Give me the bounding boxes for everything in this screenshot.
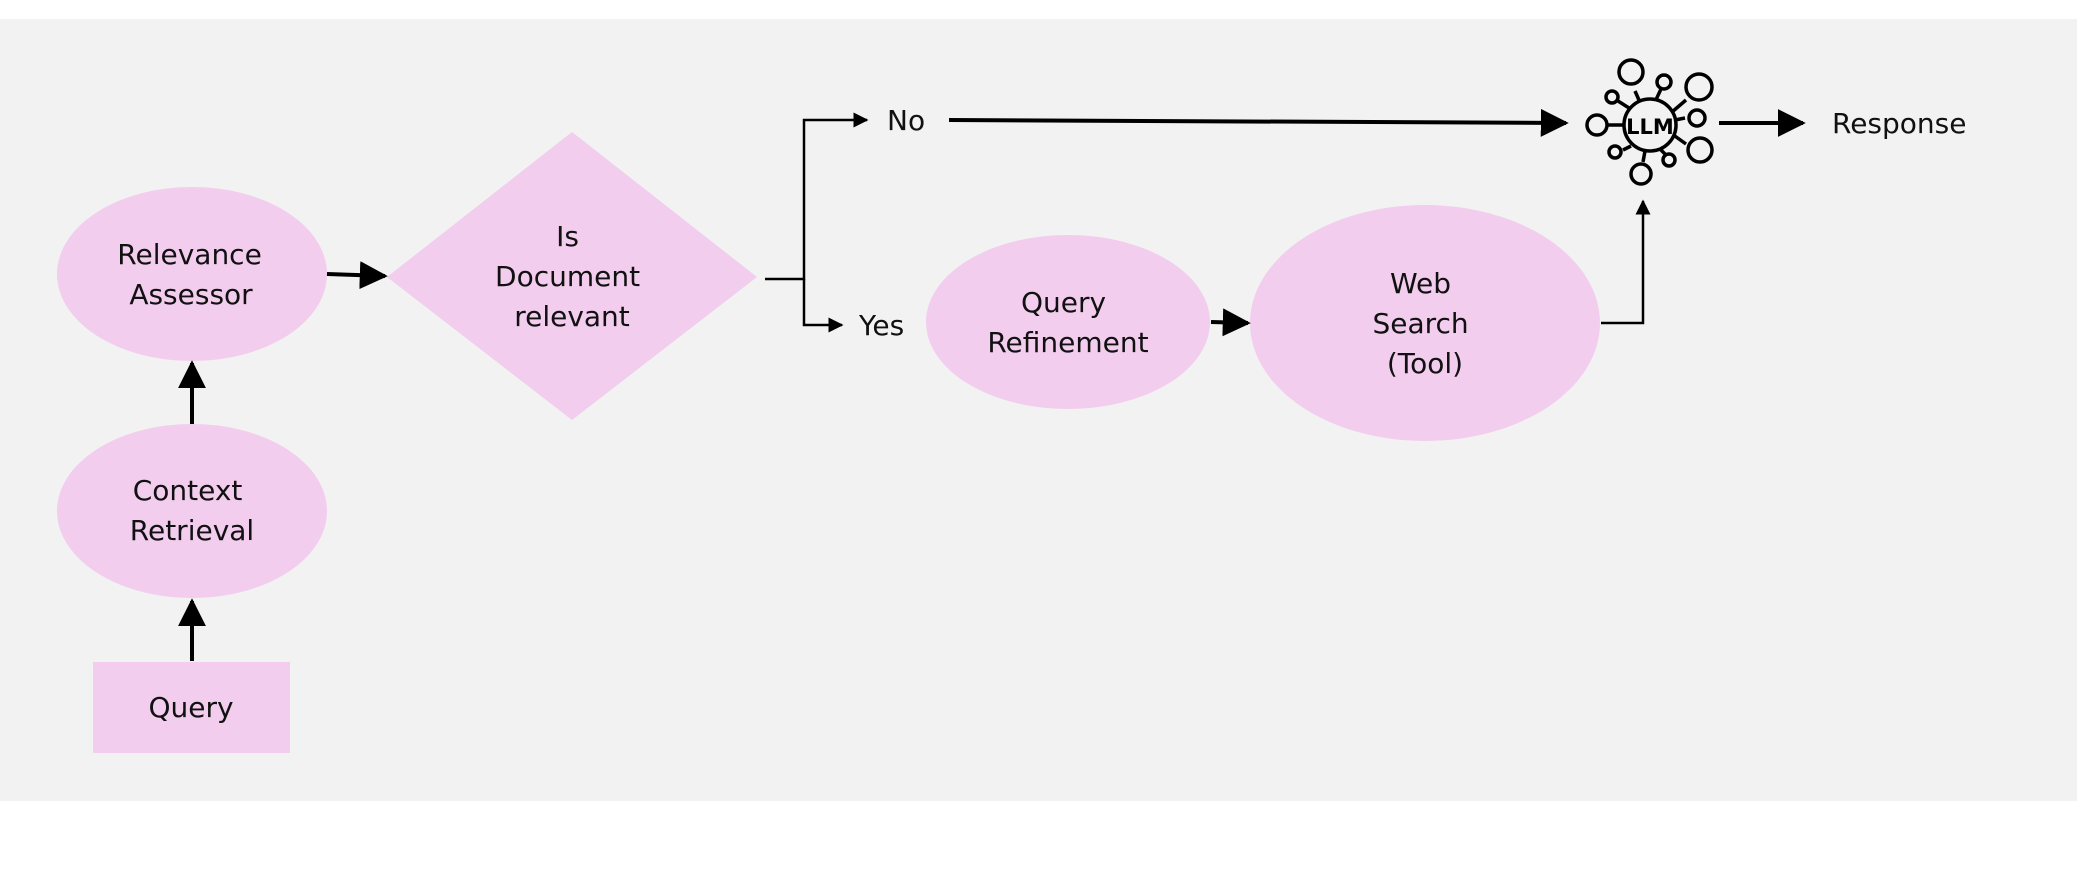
- relevance-assessor-label: Relevance Assessor: [117, 238, 270, 311]
- web-search-node: Web Search (Tool): [1250, 205, 1600, 441]
- context-retrieval-node: Context Retrieval: [57, 424, 327, 598]
- response-label: Response: [1832, 107, 1966, 140]
- decision-diamond: Is Document relevant: [387, 132, 757, 420]
- query-node-label: Query: [148, 691, 233, 724]
- arrow-no-to-llm: [948, 108, 1569, 137]
- llm-label: LLM: [1626, 115, 1674, 139]
- arrow-assessor-to-decision: [326, 261, 388, 290]
- llm-network-icon: [1585, 58, 1714, 186]
- arrow-refinement-to-websearch: [1210, 308, 1251, 337]
- web-search-label: Web Search (Tool): [1372, 267, 1477, 380]
- arrow-decision-to-yes: [802, 279, 844, 333]
- query-refinement-node: Query Refinement: [926, 235, 1210, 409]
- context-retrieval-label: Context Retrieval: [130, 474, 254, 547]
- branch-yes-label: Yes: [858, 309, 904, 342]
- relevance-assessor-node: Relevance Assessor: [57, 187, 327, 361]
- arrow-websearch-to-llm: [1601, 199, 1651, 325]
- connectors: [178, 108, 1806, 661]
- diagram-background: [0, 19, 2077, 801]
- query-refinement-label: Query Refinement: [987, 286, 1148, 359]
- arrow-decision-to-no: [765, 112, 869, 281]
- branch-no-label: No: [887, 104, 925, 137]
- decision-label: Is Document relevant: [495, 220, 649, 333]
- query-node: Query: [93, 662, 290, 753]
